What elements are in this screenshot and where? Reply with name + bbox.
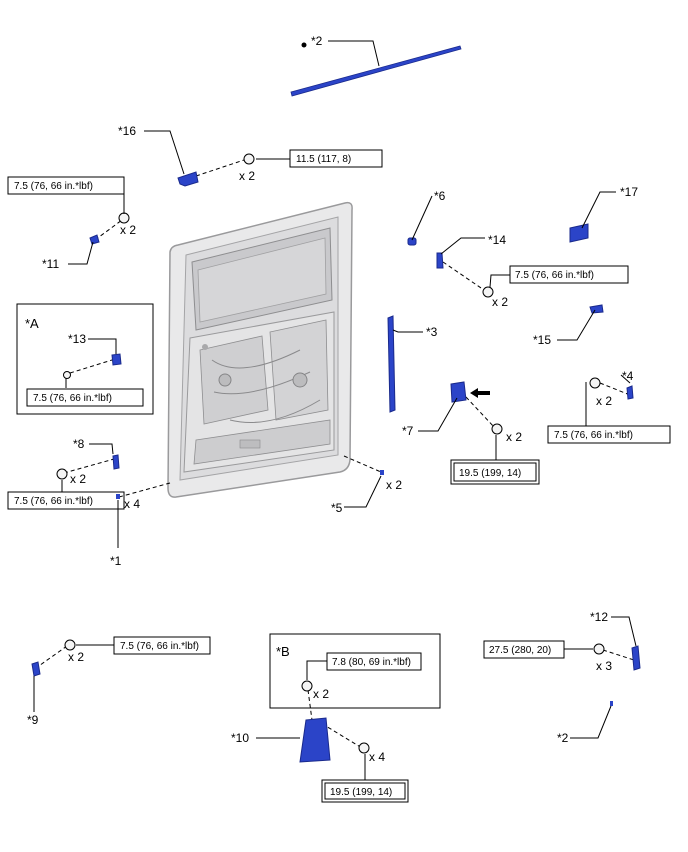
inset-frame-b <box>269 633 441 709</box>
part-11-clip <box>89 234 100 245</box>
qty-4: x 2 <box>596 394 612 408</box>
callout-15: *15 <box>533 333 551 347</box>
qty-14: x 2 <box>492 295 508 309</box>
bolt-icon <box>589 377 601 389</box>
part-16-bracket <box>177 171 199 187</box>
callout-3: *3 <box>426 325 438 339</box>
inset-label-b: *B <box>276 644 290 659</box>
bolt-icon <box>593 643 605 655</box>
callout-13: *13 <box>68 332 86 346</box>
qty-5: x 2 <box>386 478 402 492</box>
bolt-icon <box>243 153 255 165</box>
bolt-icon <box>63 371 71 379</box>
part-6-cap <box>407 237 417 246</box>
part-4-guide <box>626 385 634 400</box>
bolt-icon <box>358 742 370 754</box>
part-2-weatherstrip <box>290 45 462 97</box>
inset-frame-a <box>16 303 154 415</box>
torque-b: 7.8 (80, 69 in.*lbf) <box>332 657 411 668</box>
part-1-clip <box>116 494 120 499</box>
callout-14: *14 <box>488 233 506 247</box>
callout-9: *9 <box>27 713 39 727</box>
bolt-icon <box>301 680 313 692</box>
qty-11: x 2 <box>120 223 136 237</box>
torque-12: 27.5 (280, 20) <box>489 645 551 656</box>
part-2-clip-bottom <box>610 701 613 706</box>
torque-16: 11.5 (117, 8) <box>296 154 351 165</box>
part-13-bracket <box>111 353 122 366</box>
callout-16: *16 <box>118 124 136 138</box>
qty-10: x 4 <box>369 750 385 764</box>
torque-boxes <box>7 149 671 803</box>
callout-4: *4 <box>622 369 634 383</box>
callout-1: *1 <box>110 554 122 568</box>
part-8-clip <box>112 454 120 470</box>
callout-2-top: *2 <box>311 34 323 48</box>
part-10-roller-assy <box>299 717 331 763</box>
leader-lines <box>33 40 637 780</box>
part-17-pad <box>569 223 589 243</box>
callout-10: *10 <box>231 731 249 745</box>
bolts <box>56 153 605 754</box>
callout-12: *12 <box>590 610 608 624</box>
qty-12: x 3 <box>596 659 612 673</box>
torque-11: 7.5 (76, 66 in.*lbf) <box>14 181 93 192</box>
callout-2-bottom: *2 <box>557 731 569 745</box>
bolt-icon <box>56 468 68 480</box>
callout-7: *7 <box>402 424 414 438</box>
quantity-labels: x 2 x 2 x 2 x 2 x 2 x 2 x 4 x 2 x 2 x 2 … <box>68 169 612 764</box>
qty-1: x 4 <box>124 497 140 511</box>
torque-14: 7.5 (76, 66 in.*lbf) <box>515 270 594 281</box>
bolt-icon <box>482 286 494 298</box>
callout-5: *5 <box>331 501 343 515</box>
bolt-icon <box>491 423 503 435</box>
callout-labels: *2 *16 *17 *6 *14 *11 *3 *13 *15 *4 *7 *… <box>27 34 638 745</box>
torque-13: 7.5 (76, 66 in.*lbf) <box>33 393 112 404</box>
part-5-clip <box>380 470 384 475</box>
callout-6: *6 <box>434 189 446 203</box>
callout-11: *11 <box>42 257 59 271</box>
part-12-bracket <box>631 645 641 671</box>
sliding-door-panel <box>167 201 353 498</box>
part-3-rail-cover <box>387 315 396 413</box>
bolt-icon <box>118 212 130 224</box>
qty-b: x 2 <box>313 687 329 701</box>
direction-arrow-icon <box>470 388 490 398</box>
bolt-icon <box>64 639 76 651</box>
parts <box>31 42 641 763</box>
torque-9: 7.5 (76, 66 in.*lbf) <box>120 641 199 652</box>
torque-8: 7.5 (76, 66 in.*lbf) <box>14 496 93 507</box>
qty-7: x 2 <box>506 430 522 444</box>
torque-texts: 11.5 (117, 8) 7.5 (76, 66 in.*lbf) 7.5 (… <box>14 154 633 798</box>
part-15-stopper <box>589 304 604 314</box>
part-9-clip <box>31 661 41 677</box>
part-2-dot <box>301 42 307 48</box>
part-14-link <box>436 252 444 269</box>
torque-7: 19.5 (199, 14) <box>459 468 521 479</box>
qty-16: x 2 <box>239 169 255 183</box>
callout-8: *8 <box>73 437 85 451</box>
torque-4: 7.5 (76, 66 in.*lbf) <box>554 430 633 441</box>
qty-8: x 2 <box>70 472 86 486</box>
torque-10: 19.5 (199, 14) <box>330 787 392 798</box>
qty-9: x 2 <box>68 650 84 664</box>
inset-label-a: *A <box>25 316 39 331</box>
callout-17: *17 <box>620 185 638 199</box>
part-7-lock-striker <box>450 381 467 403</box>
